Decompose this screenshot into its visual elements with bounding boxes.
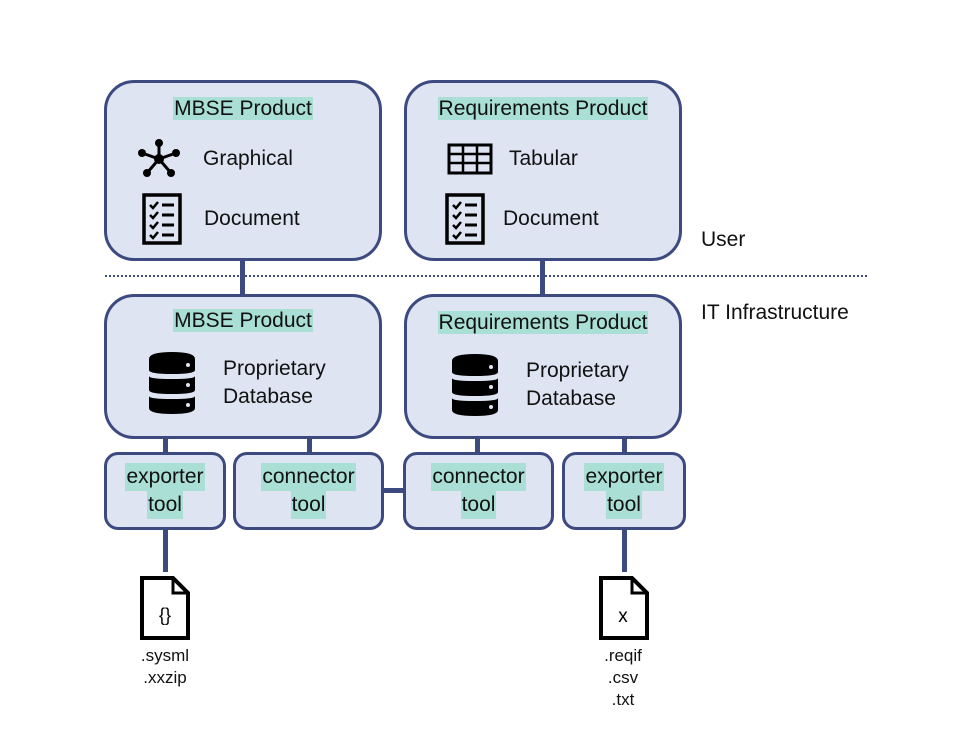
tabular-label: Tabular [509, 147, 578, 170]
requirements-connector-tool: connector tool [403, 452, 554, 530]
user-requirements-product-box: Requirements Product Tabular Document [404, 80, 682, 261]
connector-mbse-user-infra [240, 258, 245, 298]
db-line1: Proprietary [526, 359, 629, 382]
connector-req-exporter [622, 436, 627, 456]
layer-label-user: User [701, 228, 746, 251]
checklist-document-icon [142, 193, 182, 245]
checklist-document-icon [445, 193, 485, 245]
user-requirements-title: Requirements Product [437, 97, 649, 120]
infra-mbse-title: MBSE Product [173, 309, 313, 332]
requirements-exporter-tool: exporter tool [562, 452, 686, 530]
layer-label-it-infrastructure: IT Infrastructure [701, 301, 849, 324]
database-icon [147, 351, 197, 415]
connector-req-user-infra [540, 258, 545, 298]
mbse-exporter-tool: exporter tool [104, 452, 226, 530]
layer-divider [105, 275, 867, 277]
document-label: Document [204, 207, 300, 230]
graph-network-icon [137, 139, 181, 179]
connector-exporter-file-left [163, 526, 168, 572]
graphical-label: Graphical [203, 147, 293, 170]
table-grid-icon [447, 143, 493, 175]
infra-mbse-product-box: MBSE Product Proprietary Database [104, 294, 382, 439]
database-icon [450, 353, 500, 417]
file-glyph: {} [159, 605, 171, 625]
excel-file-icon: x [598, 575, 650, 641]
document-label: Document [503, 207, 599, 230]
connector-mbse-connector [307, 436, 312, 456]
connector-req-connector [475, 436, 480, 456]
file-extensions-left: .sysml .xxzip [140, 646, 190, 687]
infra-requirements-product-box: Requirements Product Proprietary Databas… [404, 294, 682, 439]
connector-exporter-file-right [622, 526, 627, 572]
db-line1: Proprietary [223, 357, 326, 380]
file-glyph: x [618, 606, 628, 627]
connector-tool-link [382, 488, 406, 493]
db-line2: Database [223, 385, 313, 408]
db-line2: Database [526, 387, 616, 410]
mbse-connector-tool: connector tool [233, 452, 384, 530]
file-extensions-right: .reqif .csv .txt [604, 646, 642, 709]
connector-mbse-exporter [163, 436, 168, 456]
user-mbse-product-box: MBSE Product Graphical Document [104, 80, 382, 261]
user-mbse-title: MBSE Product [173, 97, 313, 120]
json-file-icon: {} [139, 575, 191, 641]
infra-requirements-title: Requirements Product [437, 311, 649, 334]
